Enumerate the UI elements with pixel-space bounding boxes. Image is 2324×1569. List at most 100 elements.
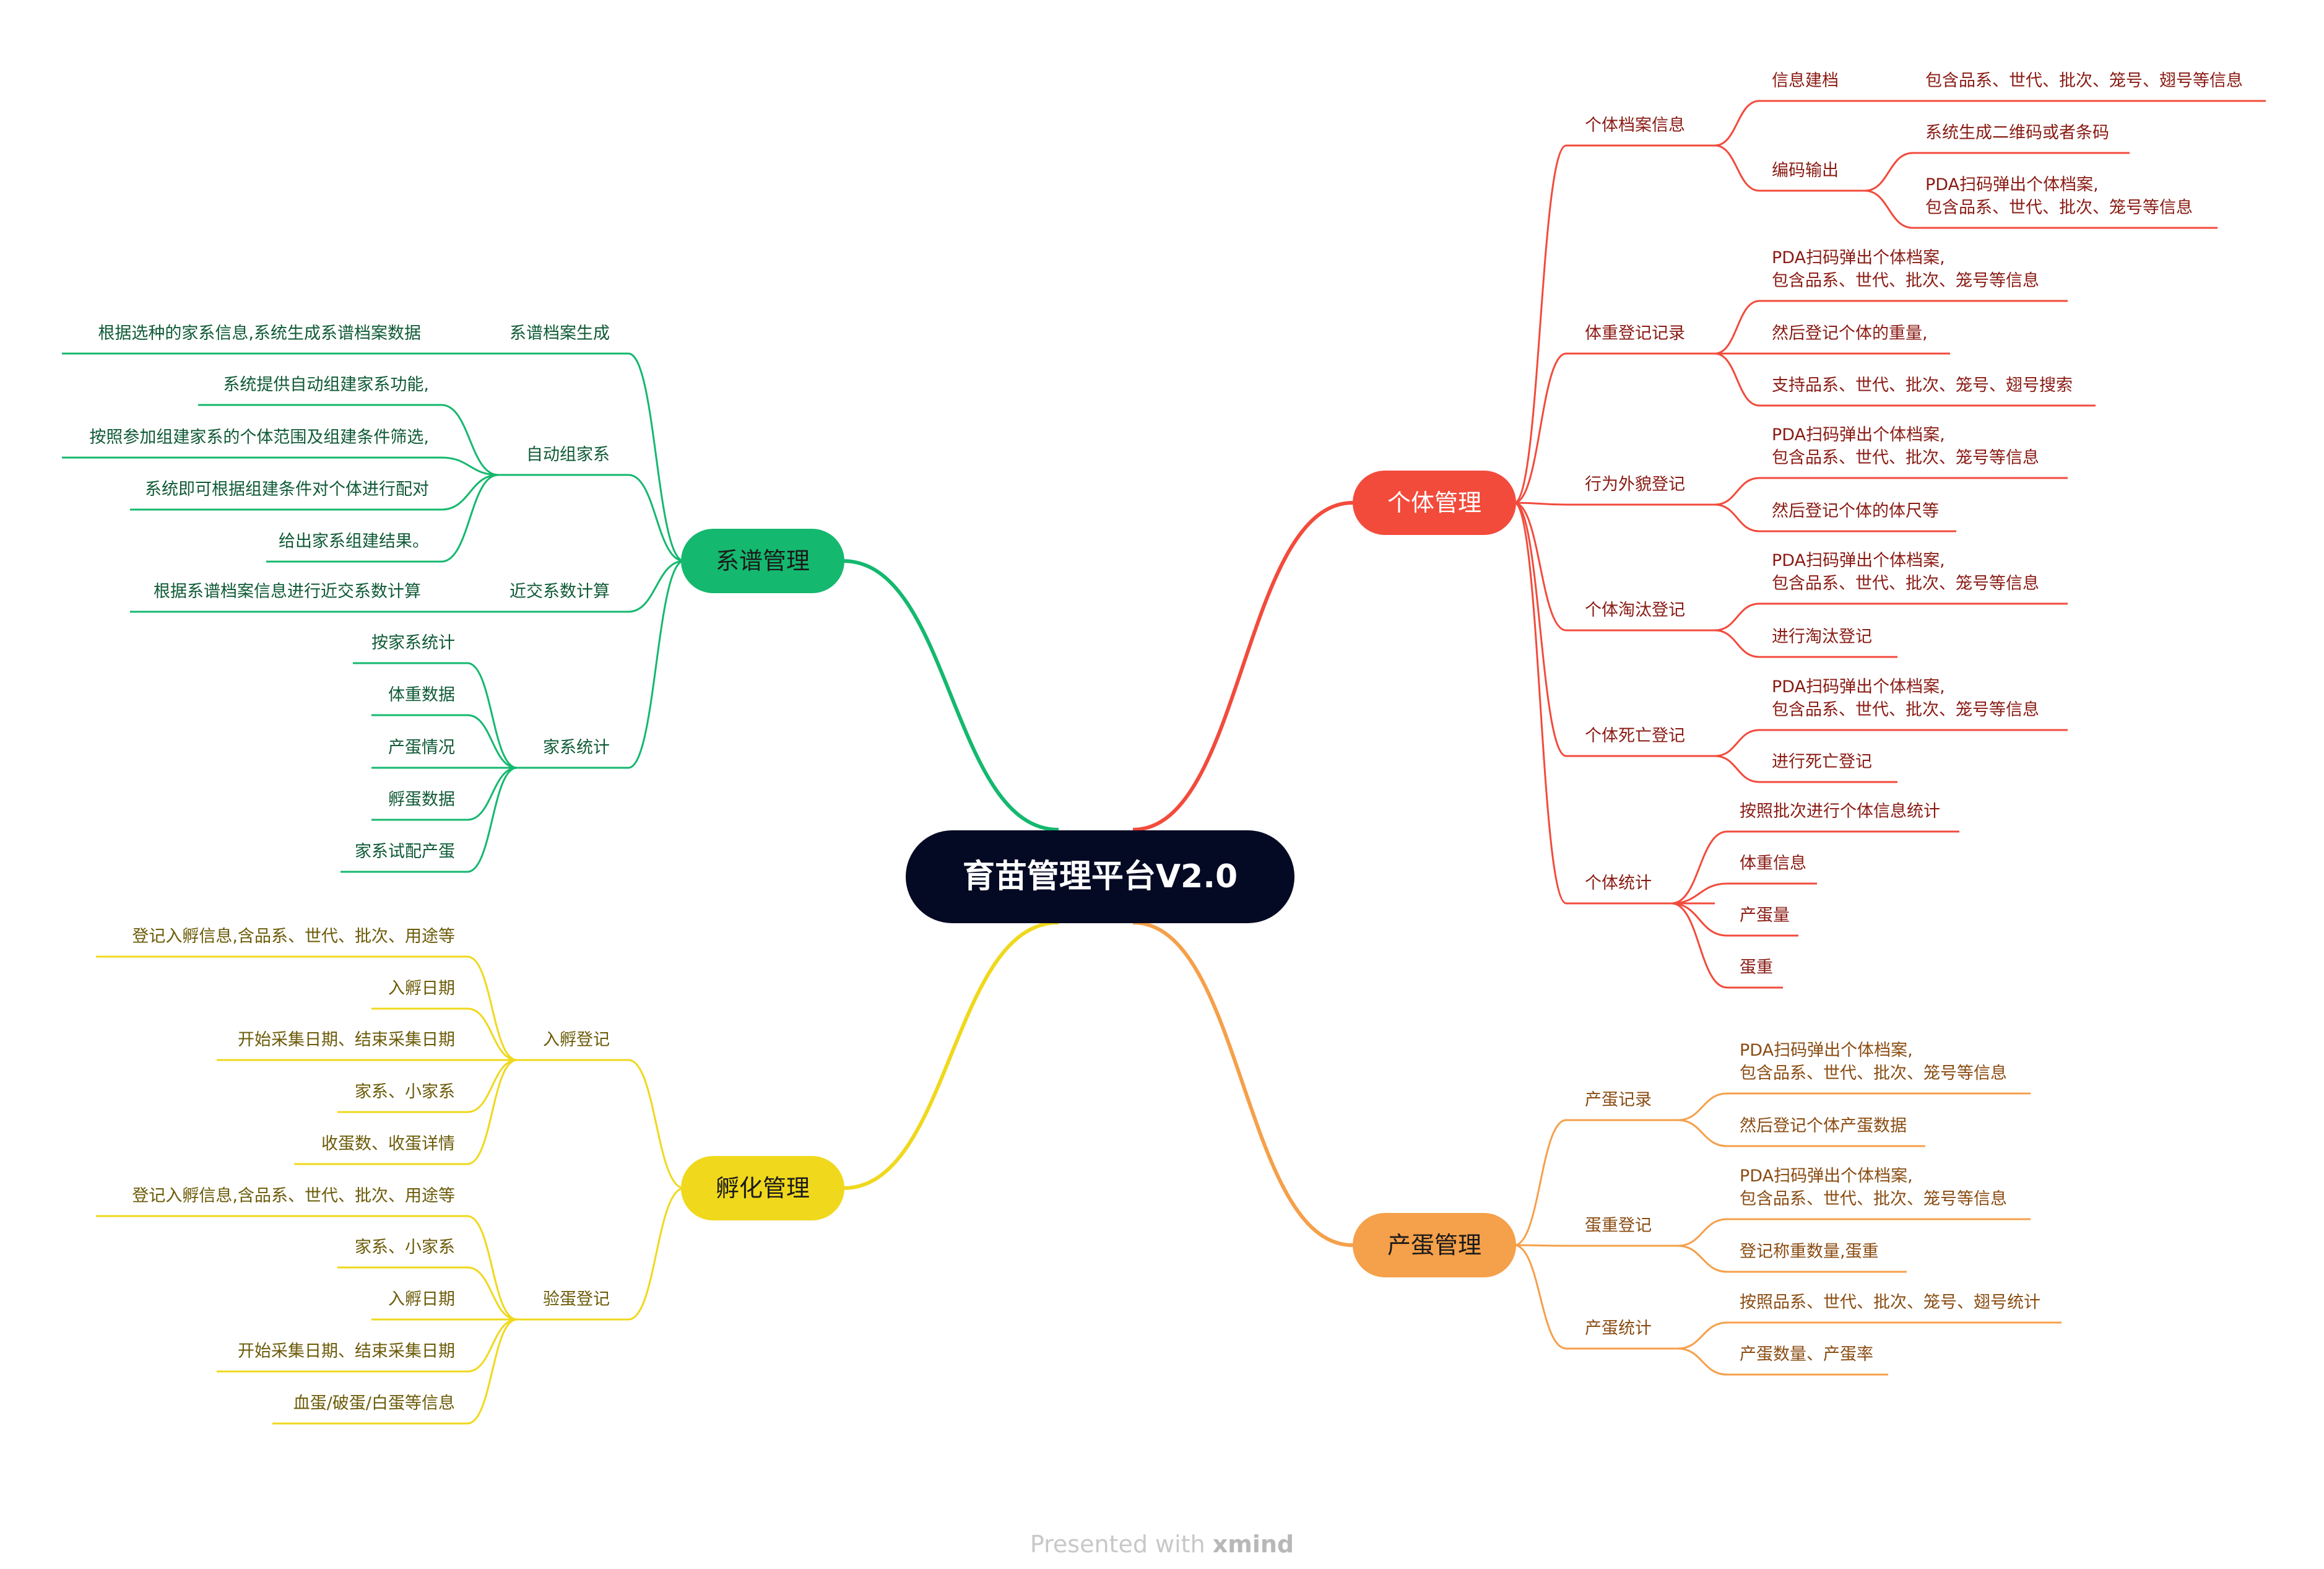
leaf-hatch-0-3[interactable]: 家系、小家系: [355, 1080, 455, 1103]
leaf-egg-0-0[interactable]: PDA扫码弹出个体档案,包含品系、世代、批次、笼号等信息: [1740, 1039, 2007, 1085]
leaf-hatch-1-2[interactable]: 入孵日期: [388, 1288, 455, 1311]
leaf-pedigree-3-3-label: 孵蛋数据: [388, 790, 455, 809]
leaf-egg-2-1[interactable]: 产蛋数量、产蛋率: [1740, 1343, 1873, 1366]
connector-line: [1714, 300, 1760, 355]
leaf-individual-5-3[interactable]: 蛋重: [1740, 956, 1773, 979]
topic-hatch-1[interactable]: 验蛋登记: [543, 1288, 610, 1311]
main-topic-hatch[interactable]: 孵化管理: [680, 1156, 845, 1220]
connector-line: [1864, 152, 1914, 192]
subtopic-individual-0-0-label: 信息建档: [1772, 71, 1839, 90]
topic-individual-3[interactable]: 个体淘汰登记: [1585, 599, 1685, 622]
connector-line: [467, 1059, 518, 1165]
leaf-pedigree-1-1[interactable]: 按照参加组建家系的个体范围及组建条件筛选,: [89, 426, 429, 449]
main-topic-pedigree[interactable]: 系谱管理: [680, 529, 845, 593]
topic-egg-2[interactable]: 产蛋统计: [1585, 1317, 1652, 1340]
leaf-hatch-0-2[interactable]: 开始采集日期、结束采集日期: [238, 1028, 455, 1051]
leaf-egg-1-1[interactable]: 登记称重数量,蛋重: [1740, 1240, 1879, 1263]
leaf-pedigree-3-2[interactable]: 产蛋情况: [388, 736, 455, 759]
main-topic-individual[interactable]: 个体管理: [1352, 471, 1517, 535]
leaf-individual-1-1-label: 然后登记个体的重量,: [1772, 324, 1928, 343]
topic-pedigree-3[interactable]: 家系统计: [543, 736, 610, 759]
topic-individual-4[interactable]: 个体死亡登记: [1585, 724, 1685, 747]
central-topic[interactable]: 育苗管理平台V2.0: [906, 830, 1294, 923]
leaf-hatch-1-0[interactable]: 登记入孵信息,含品系、世代、批次、用途等: [132, 1184, 455, 1207]
leaf-individual-5-0[interactable]: 按照批次进行个体信息统计: [1740, 800, 1940, 823]
topic-hatch-0-label: 入孵登记: [543, 1030, 610, 1050]
leaf-individual-1-2[interactable]: 支持品系、世代、批次、笼号、翅号搜索: [1772, 374, 2073, 397]
connector-line: [1671, 902, 1728, 937]
connector-line: [1514, 144, 1567, 504]
connector-line: [441, 404, 499, 476]
leaf-individual-0-1-1[interactable]: PDA扫码弹出个体档案,包含品系、世代、批次、笼号等信息: [1925, 173, 2193, 219]
topic-pedigree-1[interactable]: 自动组家系: [526, 443, 610, 466]
leaf-hatch-0-4-label: 收蛋数、收蛋详情: [321, 1134, 455, 1154]
connector-line: [1714, 729, 1760, 757]
leaf-individual-4-1[interactable]: 进行死亡登记: [1772, 750, 1872, 773]
leaf-individual-0-1-1-label-line2: 包含品系、世代、批次、笼号等信息: [1925, 198, 2193, 217]
leaf-individual-4-0[interactable]: PDA扫码弹出个体档案,包含品系、世代、批次、笼号等信息: [1772, 676, 2039, 721]
leaf-individual-5-2[interactable]: 产蛋量: [1740, 904, 1790, 927]
topic-pedigree-2[interactable]: 近交系数计算: [509, 580, 610, 603]
xmind-logo-text: xmind: [1212, 1531, 1294, 1558]
leaf-pedigree-0-0[interactable]: 根据选种的家系信息,系统生成系谱档案数据: [98, 322, 421, 345]
leaf-pedigree-3-4[interactable]: 家系试配产蛋: [355, 840, 455, 863]
leaf-hatch-1-4[interactable]: 血蛋/破蛋/白蛋等信息: [293, 1392, 455, 1415]
topic-egg-0[interactable]: 产蛋记录: [1585, 1089, 1652, 1111]
topic-individual-0[interactable]: 个体档案信息: [1585, 114, 1685, 137]
leaf-individual-2-0-label-line2: 包含品系、世代、批次、笼号等信息: [1772, 448, 2039, 467]
leaf-individual-3-0[interactable]: PDA扫码弹出个体档案,包含品系、世代、批次、笼号等信息: [1772, 549, 2039, 595]
leaf-pedigree-3-0[interactable]: 按家系统计: [371, 632, 455, 654]
leaf-individual-5-1[interactable]: 体重信息: [1740, 852, 1806, 875]
leaf-pedigree-1-3[interactable]: 给出家系组建结果。: [279, 530, 429, 553]
leaf-hatch-0-1[interactable]: 入孵日期: [388, 977, 455, 1000]
leaf-hatch-1-3[interactable]: 开始采集日期、结束采集日期: [238, 1340, 455, 1363]
leaf-pedigree-1-2[interactable]: 系统即可根据组建条件对个体进行配对: [145, 478, 429, 501]
leaf-hatch-0-1-label: 入孵日期: [388, 979, 455, 998]
connector-line: [467, 714, 518, 769]
connector-line: [628, 1059, 685, 1189]
leaf-individual-2-0[interactable]: PDA扫码弹出个体档案,包含品系、世代、批次、笼号等信息: [1772, 424, 2039, 469]
leaf-egg-1-0[interactable]: PDA扫码弹出个体档案,包含品系、世代、批次、笼号等信息: [1740, 1165, 2007, 1210]
topic-egg-1-label: 蛋重登记: [1585, 1216, 1652, 1235]
topic-individual-1[interactable]: 体重登记记录: [1585, 322, 1685, 345]
connector-line: [1677, 1119, 1728, 1147]
leaf-hatch-0-0[interactable]: 登记入孵信息,含品系、世代、批次、用途等: [132, 925, 455, 948]
leaf-hatch-0-4[interactable]: 收蛋数、收蛋详情: [321, 1132, 455, 1155]
topic-individual-3-label: 个体淘汰登记: [1585, 601, 1685, 620]
leaf-pedigree-3-1[interactable]: 体重数据: [388, 684, 455, 706]
leaf-pedigree-1-2-label: 系统即可根据组建条件对个体进行配对: [145, 480, 429, 499]
leaf-individual-0-0-0[interactable]: 包含品系、世代、批次、笼号、翅号等信息: [1925, 69, 2243, 92]
subtopic-individual-0-0[interactable]: 信息建档: [1772, 69, 1839, 92]
connector-line: [1677, 1245, 1728, 1273]
leaf-individual-3-1[interactable]: 进行淘汰登记: [1772, 625, 1872, 648]
topic-hatch-1-label: 验蛋登记: [543, 1290, 610, 1309]
main-topic-egg[interactable]: 产蛋管理: [1352, 1213, 1517, 1277]
topic-hatch-0[interactable]: 入孵登记: [543, 1028, 610, 1051]
connector-line: [1714, 352, 1760, 407]
topic-pedigree-0[interactable]: 系谱档案生成: [509, 322, 610, 345]
leaf-hatch-1-2-label: 入孵日期: [388, 1290, 455, 1309]
leaf-pedigree-1-0[interactable]: 系统提供自动组建家系功能,: [223, 373, 429, 396]
leaf-egg-0-1[interactable]: 然后登记个体产蛋数据: [1740, 1115, 1907, 1137]
leaf-hatch-1-1[interactable]: 家系、小家系: [355, 1236, 455, 1259]
connector-line: [1714, 755, 1760, 783]
leaf-individual-2-1[interactable]: 然后登记个体的体尺等: [1772, 500, 1939, 523]
subtopic-individual-0-1[interactable]: 编码输出: [1772, 159, 1839, 182]
subtopic-individual-0-1-label: 编码输出: [1772, 161, 1839, 180]
connector-line: [1671, 902, 1728, 989]
leaf-hatch-1-4-label: 血蛋/破蛋/白蛋等信息: [293, 1394, 455, 1413]
leaf-pedigree-3-3[interactable]: 孵蛋数据: [388, 788, 455, 811]
topic-individual-2[interactable]: 行为外貌登记: [1585, 473, 1685, 496]
topic-egg-1[interactable]: 蛋重登记: [1585, 1214, 1652, 1237]
leaf-individual-0-1-0[interactable]: 系统生成二维码或者条码: [1925, 121, 2109, 144]
connector-line: [467, 1215, 518, 1321]
leaf-pedigree-3-0-label: 按家系统计: [371, 633, 455, 653]
leaf-individual-1-0[interactable]: PDA扫码弹出个体档案,包含品系、世代、批次、笼号等信息: [1772, 246, 2039, 292]
connector-line: [1514, 1119, 1567, 1246]
leaf-pedigree-2-0[interactable]: 根据系谱档案信息进行近交系数计算: [154, 580, 421, 603]
leaf-individual-1-1[interactable]: 然后登记个体的重量,: [1772, 322, 1928, 345]
topic-individual-5[interactable]: 个体统计: [1585, 872, 1652, 895]
connector-line: [1677, 1092, 1728, 1121]
leaf-egg-2-0[interactable]: 按照品系、世代、批次、笼号、翅号统计: [1740, 1291, 2040, 1314]
